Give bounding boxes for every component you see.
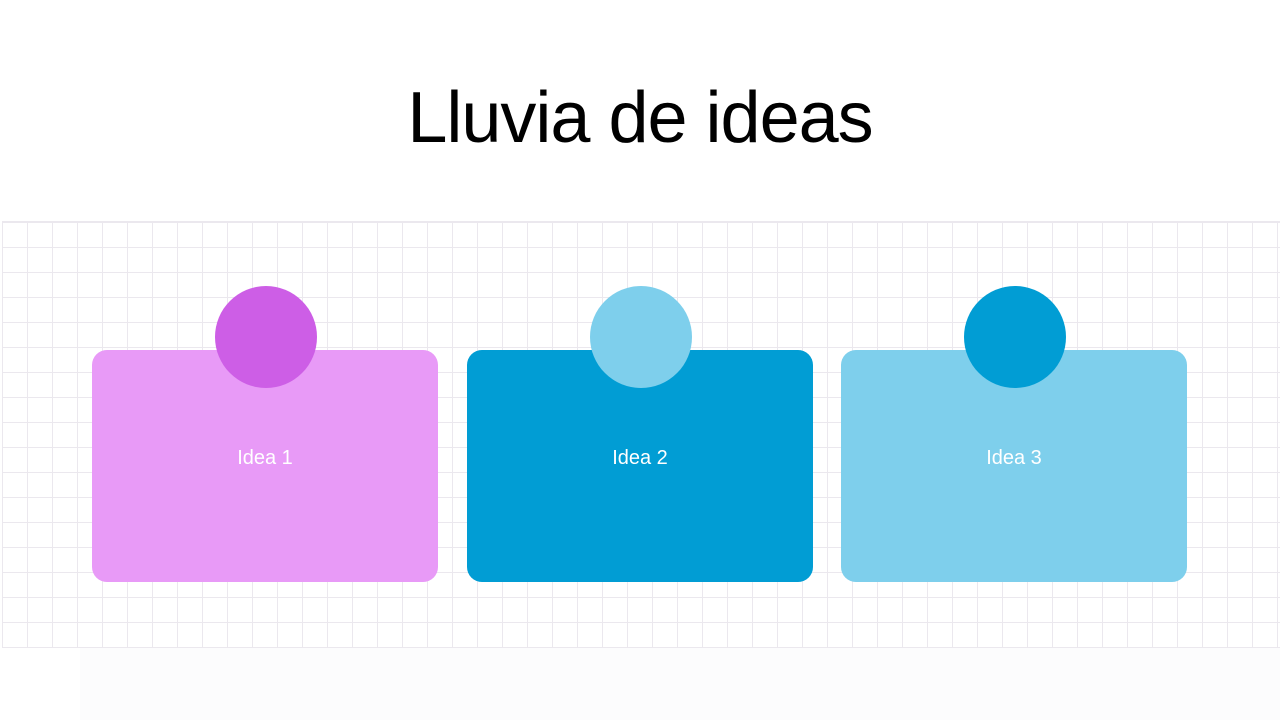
- idea-card-label: Idea 2: [612, 446, 668, 469]
- idea-card-1: Idea 1: [92, 350, 438, 582]
- circle-icon: [215, 286, 317, 388]
- idea-card-3: Idea 3: [841, 350, 1187, 582]
- circle-icon: [590, 286, 692, 388]
- idea-card-label: Idea 3: [986, 446, 1042, 469]
- circle-icon: [964, 286, 1066, 388]
- idea-card-2: Idea 2: [467, 350, 813, 582]
- bottom-band: [80, 648, 1280, 720]
- idea-card-label: Idea 1: [237, 446, 293, 469]
- slide-title: Lluvia de ideas: [407, 78, 873, 158]
